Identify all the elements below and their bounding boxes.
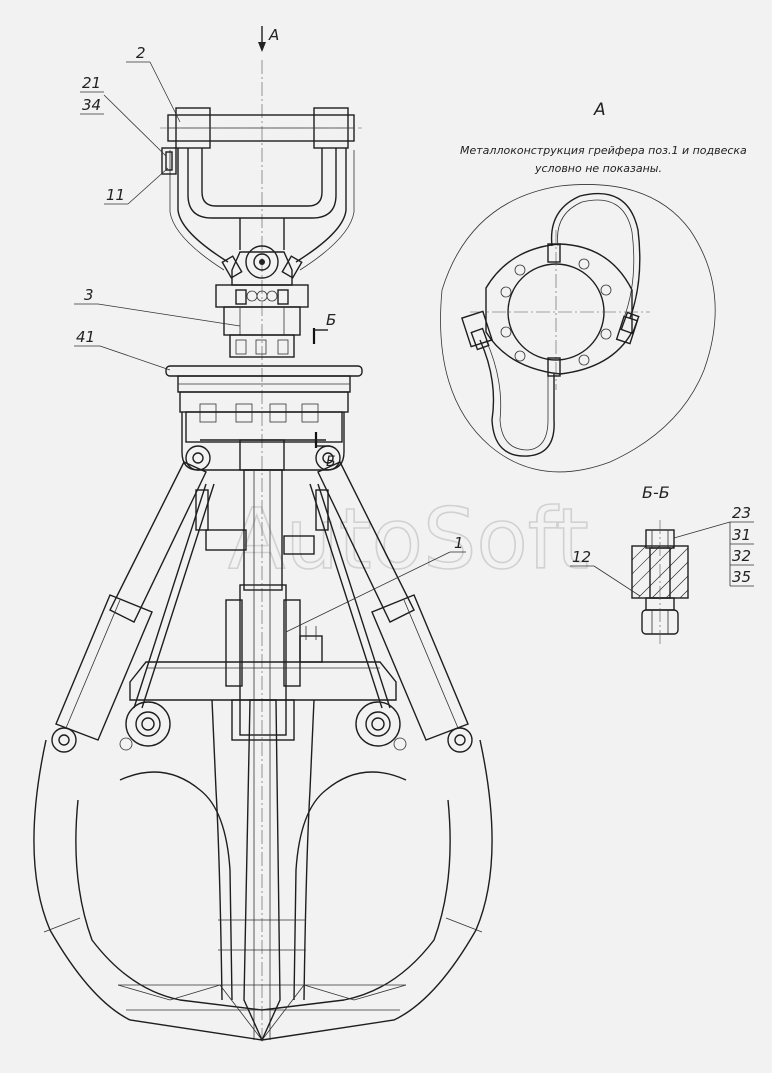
view-a-note-2: условно не показаны. bbox=[534, 162, 662, 175]
right-cylinder bbox=[317, 461, 473, 753]
rotator-plate bbox=[165, 365, 363, 443]
jaws bbox=[33, 699, 493, 1041]
callout-12: 12 bbox=[572, 548, 591, 566]
view-a-hoses bbox=[470, 192, 641, 457]
callout-41: 41 bbox=[76, 328, 95, 346]
view-a-flange bbox=[461, 230, 650, 390]
callout-2: 2 bbox=[136, 44, 146, 62]
grab-assembly: А bbox=[33, 26, 493, 1042]
upper-frame bbox=[181, 412, 345, 471]
inner-struts bbox=[133, 483, 391, 709]
callout-32: 32 bbox=[732, 547, 751, 565]
suspension-beam bbox=[160, 107, 362, 149]
callout-3: 3 bbox=[84, 286, 94, 304]
callout-35: 35 bbox=[732, 568, 751, 586]
callout-11: 11 bbox=[106, 186, 125, 204]
center-tine bbox=[231, 699, 295, 1042]
callout-31: 31 bbox=[732, 526, 751, 544]
section-mark-top: Б bbox=[312, 311, 336, 344]
callout-34: 34 bbox=[82, 96, 101, 114]
section-bb-callouts: 12 23 31 32 35 bbox=[570, 504, 754, 597]
view-a: А Металлоконструкция грейфера поз.1 и по… bbox=[440, 100, 747, 473]
section-bb: Б-Б 12 bbox=[570, 483, 754, 646]
cross-beam bbox=[129, 661, 397, 701]
side-bolt bbox=[161, 147, 177, 175]
callout-21: 21 bbox=[82, 74, 101, 92]
view-arrow-label: А bbox=[268, 26, 279, 44]
callout-23: 23 bbox=[732, 504, 751, 522]
left-cylinder bbox=[51, 461, 207, 753]
callouts-main: 2 21 34 11 3 41 1 bbox=[74, 44, 466, 633]
view-a-title: А bbox=[593, 100, 606, 120]
jaw-pivot-left bbox=[119, 701, 171, 751]
jaw-pivot-right bbox=[355, 701, 407, 751]
section-mark-label-top: Б bbox=[326, 311, 336, 329]
view-arrow-a: А bbox=[258, 26, 279, 52]
callout-1: 1 bbox=[454, 534, 464, 552]
section-bb-title: Б-Б bbox=[642, 483, 670, 502]
view-a-note-1: Металлоконструкция грейфера поз.1 и подв… bbox=[460, 144, 747, 157]
view-a-boundary bbox=[440, 184, 716, 473]
suspension-loop bbox=[169, 148, 355, 271]
section-bb-bolt bbox=[641, 520, 679, 646]
swivel-joint bbox=[215, 245, 309, 358]
